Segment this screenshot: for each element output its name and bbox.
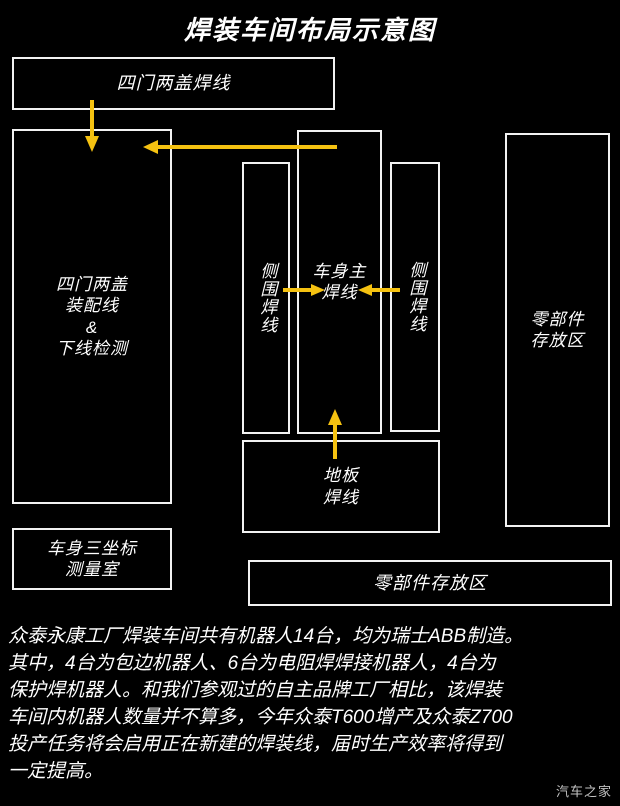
arrow-down-icon [85,100,99,152]
arrow-head [328,409,342,425]
box-door-assembly-line-label: 四门两盖 装配线 & 下线检测 [56,275,128,358]
box-main-body-weld-label: 车身主 焊线 [312,261,367,302]
caption-line: 投产任务将会启用正在新建的焊装线，届时生产效率将得到 [8,733,503,755]
box-floor-weld-line-label: 地板 焊线 [323,466,359,507]
box-measure-room: 车身三坐标 测量室 [12,528,172,590]
arrow-head [311,284,325,296]
workshop-layout-diagram: 四门两盖焊线 四门两盖 装配线 & 下线检测 车身三坐标 测量室 侧围焊线 车身… [12,57,612,606]
box-side-weld-right: 侧围焊线 [390,162,440,432]
arrow-left-icon [358,284,400,296]
caption-line: 保护焊机器人。和我们参观过的自主品牌工厂相比，该焊装 [8,679,503,701]
caption-line: 车间内机器人数量并不算多，今年众泰T600增产及众泰Z700 [8,706,513,728]
box-side-weld-right-label: 侧围焊线 [406,261,426,333]
arrow-head [85,136,99,152]
box-main-body-weld: 车身主 焊线 [297,130,382,434]
arrow-up-icon [328,409,342,459]
caption-line: 其中，4台为包边机器人、6台为电阻焊焊接机器人，4台为 [8,652,496,674]
box-parts-storage-bottom: 零部件存放区 [248,560,612,606]
box-parts-storage-right: 零部件 存放区 [505,133,610,527]
caption-line: 一定提高。 [8,760,104,782]
box-parts-storage-bottom-label: 零部件存放区 [373,572,487,593]
box-door-assembly-line: 四门两盖 装配线 & 下线检测 [12,129,172,504]
arrow-head [358,284,372,296]
caption-text: 众泰永康工厂焊装车间共有机器人14台，均为瑞士ABB制造。 其中，4台为包边机器… [8,624,614,786]
watermark: 汽车之家 [555,784,612,799]
box-floor-weld-line: 地板 焊线 [242,440,440,533]
box-door-weld-line-label: 四门两盖焊线 [116,73,231,94]
arrow-shaft [90,100,94,140]
arrow-right-icon [283,284,325,296]
arrow-head [143,140,158,154]
box-measure-room-label: 车身三坐标 测量室 [47,538,137,579]
arrow-shaft [333,421,337,459]
box-side-weld-left: 侧围焊线 [242,162,290,434]
arrow-left-long-icon [143,140,337,154]
box-door-weld-line: 四门两盖焊线 [12,57,335,110]
arrow-shaft [283,288,314,292]
caption-line: 众泰永康工厂焊装车间共有机器人14台，均为瑞士ABB制造。 [8,626,524,647]
arrow-shaft [369,288,400,292]
box-parts-storage-right-label: 零部件 存放区 [530,309,585,350]
arrow-shaft [156,145,337,149]
page-title: 焊装车间布局示意图 [183,15,436,45]
box-side-weld-left-label: 侧围焊线 [257,262,277,334]
